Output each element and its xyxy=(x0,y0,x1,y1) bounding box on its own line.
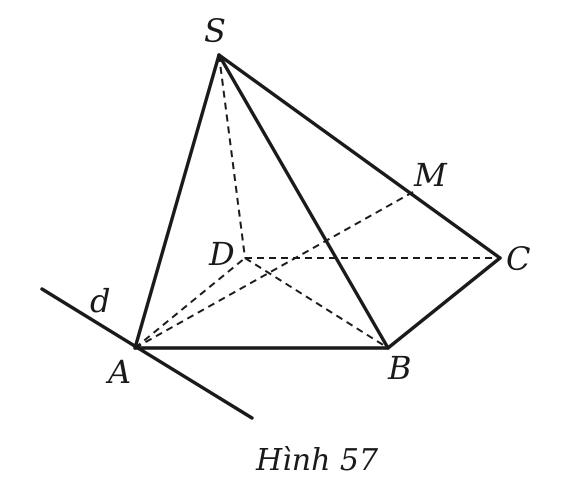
edge-BC xyxy=(386,256,502,350)
label-C: C xyxy=(506,240,530,278)
segment-AM xyxy=(134,191,414,349)
edge-SA xyxy=(133,53,221,350)
edge-SB xyxy=(217,53,390,350)
edge-SD xyxy=(218,54,246,259)
label-S: S xyxy=(204,12,226,50)
line-d xyxy=(40,287,254,420)
label-A: A xyxy=(105,353,131,391)
figure-caption: Hình 57 xyxy=(255,443,379,478)
label-D: D xyxy=(208,235,235,273)
label-M: M xyxy=(413,156,448,194)
edge-SC xyxy=(217,53,502,260)
label-B: B xyxy=(387,349,412,387)
label-d: d xyxy=(90,282,110,320)
edge-DB xyxy=(244,257,389,349)
